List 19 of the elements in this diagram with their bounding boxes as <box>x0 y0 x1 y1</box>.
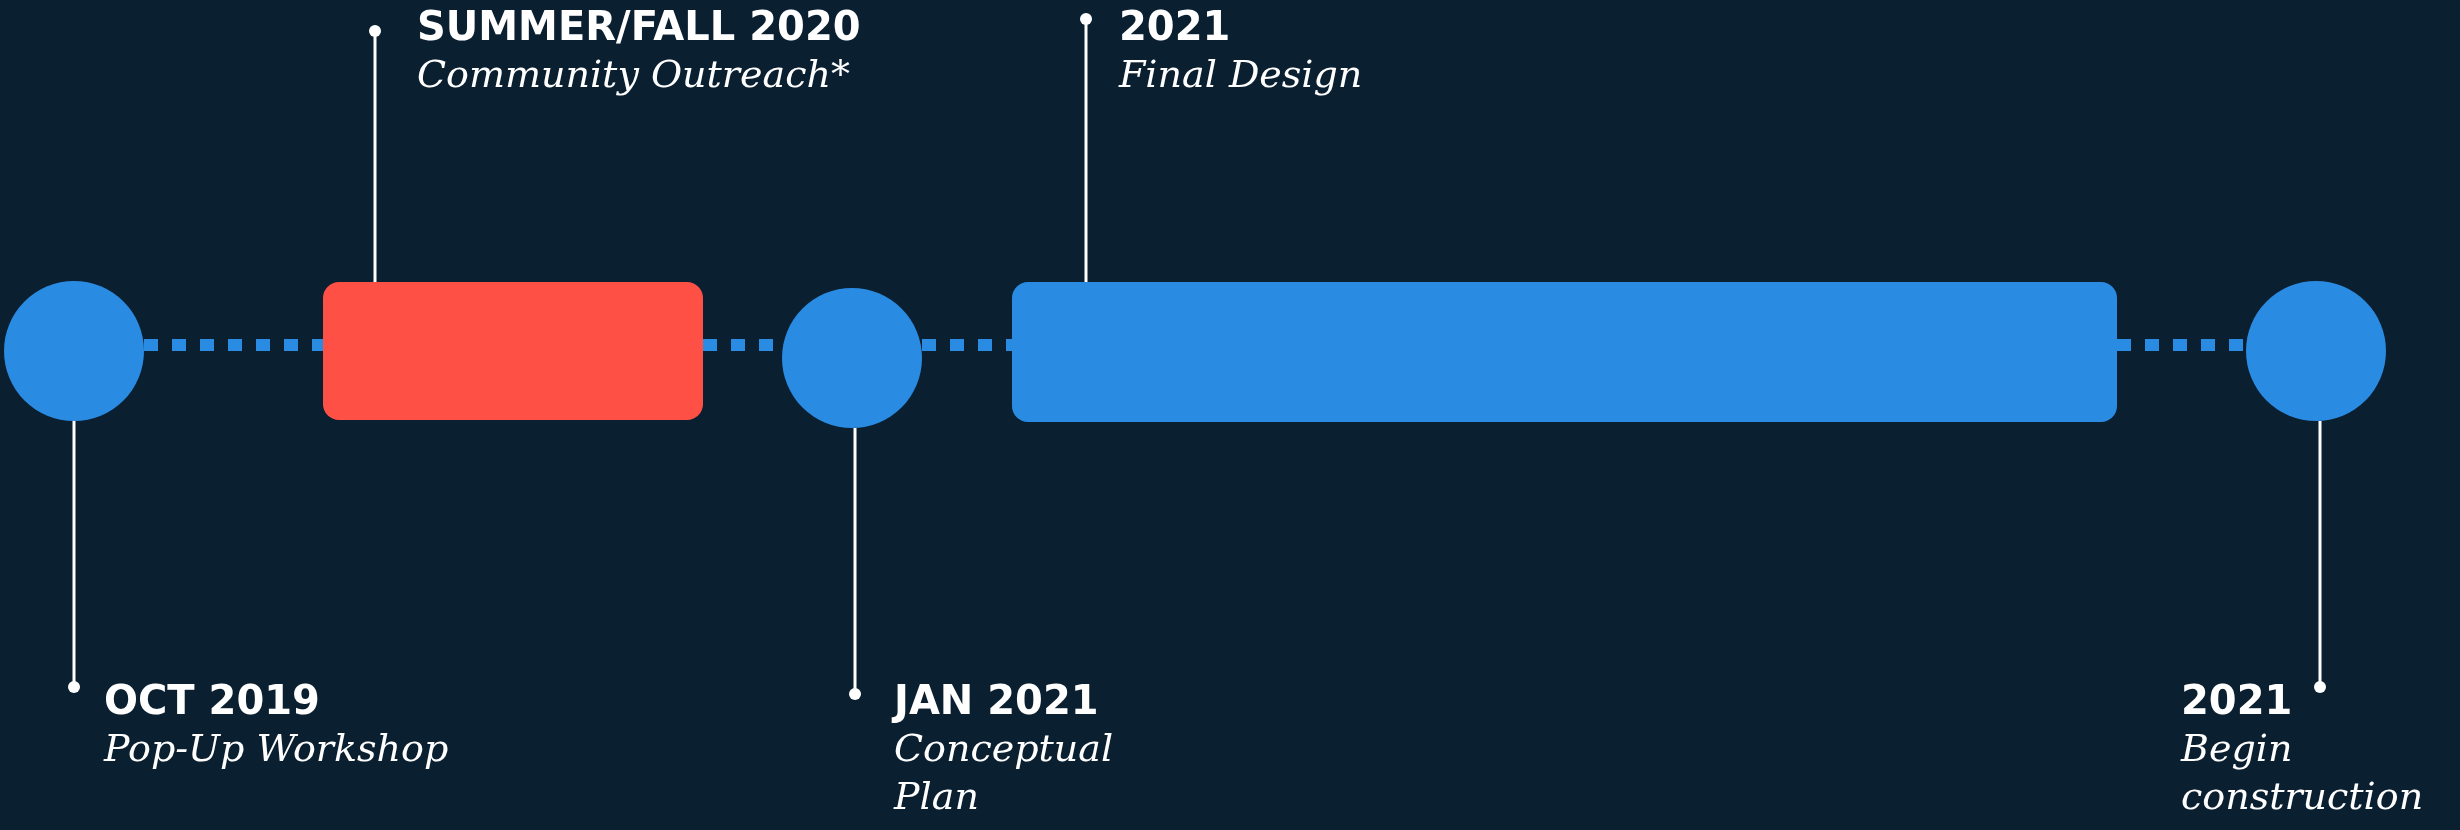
milestone-description: Begin construction <box>2181 725 2425 820</box>
phase-bar <box>1012 282 2117 422</box>
leader-line <box>369 25 381 282</box>
leader-line <box>1080 13 1092 282</box>
dotted-connector <box>144 339 323 351</box>
milestone-description: Community Outreach* <box>417 51 851 98</box>
date-heading: 2021 <box>2181 676 2294 724</box>
leader-line <box>2314 421 2326 693</box>
phase-bar <box>323 282 703 420</box>
dotted-connector <box>2117 339 2246 351</box>
milestone-description: Pop-Up Workshop <box>104 725 450 772</box>
milestone-description: Conceptual Plan <box>894 725 1115 820</box>
leader-line <box>849 428 861 700</box>
date-heading: 2021 <box>1119 2 1232 50</box>
milestone-description: Final Design <box>1119 51 1364 98</box>
leader-line <box>68 421 80 693</box>
date-heading: OCT 2019 <box>104 676 321 724</box>
date-heading: SUMMER/FALL 2020 <box>417 2 862 50</box>
dotted-connector <box>922 339 1012 351</box>
